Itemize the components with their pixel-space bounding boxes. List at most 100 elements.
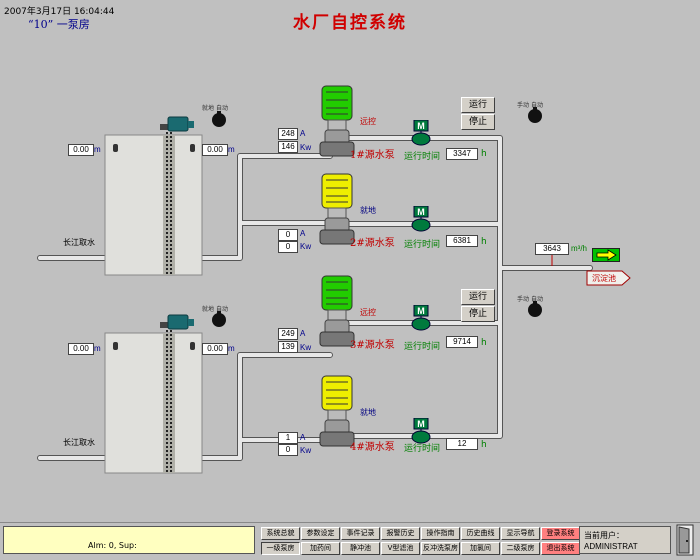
pump-2-icon[interactable] <box>318 170 358 246</box>
level-left-bottom: 0.00 <box>68 343 94 355</box>
nav-login-button[interactable]: 登录系统 <box>541 527 580 540</box>
nav-display-navigation[interactable]: 显示导航 <box>501 527 540 540</box>
flow-rate-unit: m³/h <box>571 244 587 253</box>
pump-1-run-label: 运行时间 <box>404 152 441 162</box>
pump-1-icon[interactable] <box>318 82 358 158</box>
level-unit: m <box>228 344 235 353</box>
pump-3-icon[interactable] <box>318 272 358 348</box>
valve-3-icon[interactable]: M <box>410 305 432 331</box>
pump-3-status: 远控 <box>360 308 376 317</box>
intake-basin-top <box>104 116 203 276</box>
pump-3-name: 3#源水泵 <box>350 340 395 351</box>
stop-button-2[interactable]: 停止 <box>461 306 495 322</box>
pump-4-power: 0 <box>278 444 298 456</box>
current-user-label: 当前用户： <box>584 531 624 540</box>
datetime-display: 2007年3月17日 16:04:44 <box>4 7 115 17</box>
pump-2-current: 0 <box>278 229 298 241</box>
level-unit: m <box>228 145 235 154</box>
pump-3-run-hours: 9714 <box>446 336 478 348</box>
nav-event-log[interactable]: 事件记录 <box>341 527 380 540</box>
hours-unit: h <box>481 149 487 159</box>
stop-button-1[interactable]: 停止 <box>461 114 495 130</box>
svg-text:M: M <box>417 419 425 429</box>
intake-label-top: 长江取水 <box>63 238 95 247</box>
mode-dial-icon <box>212 107 542 327</box>
current-unit: A <box>300 433 306 442</box>
nav-history-curve[interactable]: 历史曲线 <box>461 527 500 540</box>
current-unit: A <box>300 229 306 238</box>
pump-4-current: 1 <box>278 432 298 444</box>
current-user-panel <box>579 526 671 554</box>
pump-4-status: 就地 <box>360 408 376 417</box>
nav-v-filter[interactable]: V型滤池 <box>381 542 420 555</box>
nav-parameter-settings[interactable]: 参数设定 <box>301 527 340 540</box>
pump-1-name: 1#源水泵 <box>350 150 395 161</box>
pump-3-run-label: 运行时间 <box>404 342 441 352</box>
pump-2-name: 2#源水泵 <box>350 238 395 249</box>
nav-exit-button[interactable]: 退出系统 <box>541 542 580 555</box>
flow-rate-value: 3643 <box>535 243 569 255</box>
pump-4-run-hours: 12 <box>446 438 478 450</box>
power-unit: Kw <box>300 343 312 352</box>
pump-3-power: 139 <box>278 341 298 353</box>
intake-label-bottom: 长江取水 <box>63 438 95 447</box>
hours-unit: h <box>481 237 487 247</box>
nav-system-overview[interactable]: 系统总貌 <box>261 527 300 540</box>
pump-2-power: 0 <box>278 241 298 253</box>
run-button-1[interactable]: 运行 <box>461 97 495 113</box>
current-unit: A <box>300 129 306 138</box>
pump-4-run-label: 运行时间 <box>404 444 441 454</box>
pump-1-current: 248 <box>278 128 298 140</box>
mode-labels: 手动 自动 <box>517 102 543 109</box>
nav-dosing-room[interactable]: 加药间 <box>301 542 340 555</box>
nav-chlorination-room[interactable]: 加氯间 <box>461 542 500 555</box>
valve-1-icon[interactable]: M <box>410 120 432 146</box>
nav-operation-guide[interactable]: 操作指南 <box>421 527 460 540</box>
station-name: “10” 一泵房 <box>28 18 90 31</box>
current-user-name: ADMINISTRAT <box>584 542 638 551</box>
level-unit: m <box>94 344 101 353</box>
pump-1-status: 远控 <box>360 117 376 126</box>
pump-1-power: 146 <box>278 141 298 153</box>
hours-unit: h <box>481 440 487 450</box>
destination-tag[interactable] <box>586 270 632 286</box>
screen-mode-labels: 就地 自动 <box>202 105 228 112</box>
level-unit: m <box>94 145 101 154</box>
pump-4-icon[interactable] <box>318 372 358 448</box>
exit-door-icon[interactable] <box>676 524 694 556</box>
nav-secondary-pump-house[interactable]: 二级泵房 <box>501 542 540 555</box>
pump-4-name: 4#源水泵 <box>350 442 395 453</box>
alarm-panel[interactable] <box>3 526 255 554</box>
pump-3-current: 249 <box>278 328 298 340</box>
valve-2-icon[interactable]: M <box>410 206 432 232</box>
run-button-2[interactable]: 运行 <box>461 289 495 305</box>
page-title: 水厂自控系统 <box>293 13 407 33</box>
current-unit: A <box>300 329 306 338</box>
power-unit: Kw <box>300 143 312 152</box>
level-left-top: 0.00 <box>68 144 94 156</box>
pump-1-run-hours: 3347 <box>446 148 478 160</box>
nav-settling-tank[interactable]: 静冲池 <box>341 542 380 555</box>
svg-text:M: M <box>417 207 425 217</box>
pump-2-run-label: 运行时间 <box>404 240 441 250</box>
svg-text:M: M <box>417 121 425 131</box>
mode-labels: 手动 自动 <box>517 296 543 303</box>
intake-basin-bottom <box>104 314 203 474</box>
level-right-bottom: 0.00 <box>202 343 228 355</box>
nav-primary-pump-house[interactable]: 一级泵房 <box>261 542 300 555</box>
arrow-right-icon[interactable] <box>592 248 620 262</box>
nav-alarm-history[interactable]: 报警历史 <box>381 527 420 540</box>
hours-unit: h <box>481 338 487 348</box>
power-unit: Kw <box>300 446 312 455</box>
level-right-top: 0.00 <box>202 144 228 156</box>
valve-4-icon[interactable]: M <box>410 418 432 444</box>
alarm-summary: Alm: 0, Sup: <box>88 541 137 550</box>
svg-text:M: M <box>417 306 425 316</box>
power-unit: Kw <box>300 242 312 251</box>
screen-mode-labels: 就地 自动 <box>202 306 228 313</box>
pump-2-status: 就地 <box>360 206 376 215</box>
nav-backwash-pump-house[interactable]: 反冲洗泵房 <box>421 542 460 555</box>
destination-label[interactable]: 沉淀池 <box>592 274 616 283</box>
